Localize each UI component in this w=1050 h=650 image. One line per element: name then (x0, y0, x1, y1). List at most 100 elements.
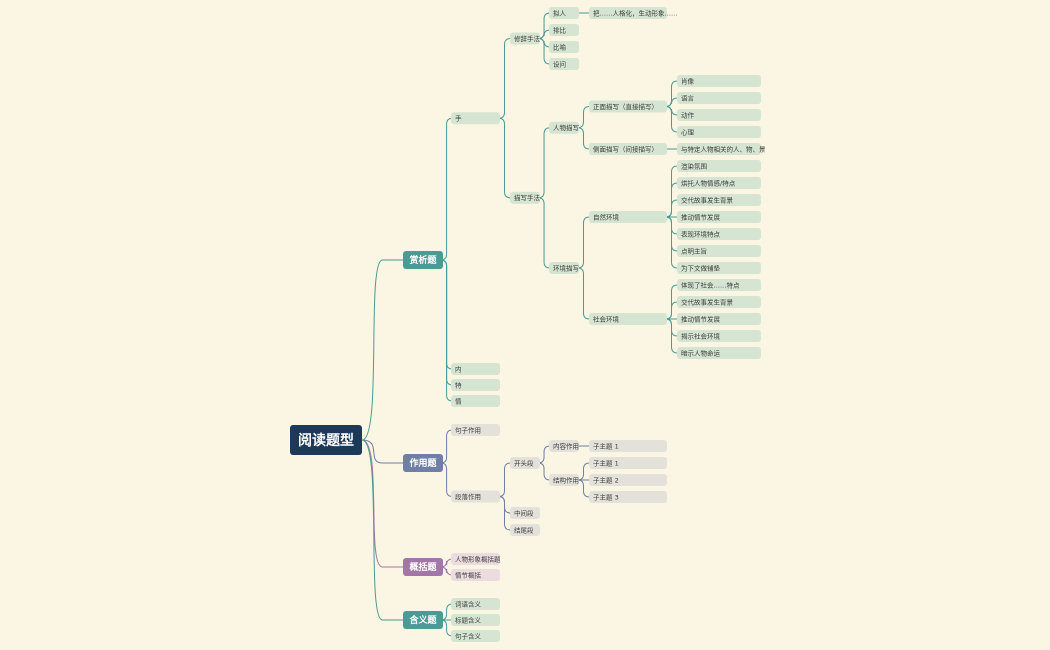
topic-node[interactable]: 肖像 (677, 75, 761, 87)
topic-node[interactable]: 心理 (677, 126, 761, 138)
topic-label: 开头段 (514, 458, 534, 467)
topic-node[interactable]: 拟人 (549, 7, 579, 19)
topic-node[interactable]: 子主题 3 (589, 491, 667, 503)
branch-line-main (361, 439, 403, 568)
topic-box (589, 491, 667, 503)
topic-node[interactable]: 为下文做铺垫 (677, 262, 761, 274)
topic-label: 体现了社会……特点 (681, 280, 740, 289)
topic-node[interactable]: 手 (451, 112, 500, 125)
topic-box (677, 313, 761, 325)
topic-label: 肖像 (681, 76, 695, 85)
topic-node[interactable]: 语言 (677, 92, 761, 104)
topic-box (589, 100, 667, 113)
topic-node[interactable]: 排比 (549, 24, 579, 36)
topic-box (549, 121, 579, 134)
topic-node[interactable]: 自然环境 (589, 211, 667, 223)
main-topic-meaning[interactable]: 含义题 (403, 611, 443, 629)
topic-node[interactable]: 情节概括 (451, 569, 500, 581)
topic-label: 排比 (553, 25, 567, 34)
topic-node[interactable]: 比喻 (549, 41, 579, 53)
topic-node[interactable]: 句子作用 (451, 424, 500, 436)
topic-node[interactable]: 渲染氛围 (677, 160, 761, 172)
topic-box (677, 330, 761, 342)
topic-node[interactable]: 交代故事发生背景 (677, 194, 761, 206)
topic-label: 交代故事发生背景 (681, 195, 734, 204)
topic-label: 修辞手法 (514, 34, 541, 43)
topic-box (589, 457, 667, 469)
topic-box (451, 569, 500, 581)
topic-node[interactable]: 子主题 2 (589, 474, 667, 486)
branch-line (577, 106, 590, 129)
topic-node[interactable]: 情 (451, 395, 500, 407)
topic-node[interactable]: 结构作用 (549, 474, 579, 486)
topic-node[interactable]: 揭示社会环境 (677, 330, 761, 342)
topic-node[interactable]: 烘托人物情感/特点 (677, 177, 761, 189)
topic-node[interactable]: 环境描写 (549, 262, 579, 274)
topic-node[interactable]: 推动情节发展 (677, 211, 761, 223)
topic-node[interactable]: 子主题 1 (589, 457, 667, 469)
branch-line (440, 566, 453, 576)
topic-label: 渲染氛围 (681, 161, 707, 170)
topic-box (403, 611, 443, 629)
topic-label: 标题含义 (455, 615, 482, 624)
topic-label: 交代故事发生背景 (681, 297, 734, 306)
topic-node[interactable]: 体现了社会……特点 (677, 279, 761, 291)
topic-node[interactable]: 标题含义 (451, 614, 500, 626)
topic-node[interactable]: 设问 (549, 58, 579, 70)
topic-node[interactable]: 动作 (677, 109, 761, 121)
topic-node[interactable]: 正面描写（直接描写） (589, 100, 667, 113)
topic-node[interactable]: 表现环境特点 (677, 228, 761, 240)
branch-line-main (361, 439, 403, 464)
branch-line (498, 462, 511, 497)
branch-line (440, 462, 453, 497)
topic-node[interactable]: 内 (451, 363, 500, 375)
topic-node[interactable]: 人物描写 (549, 121, 579, 134)
topic-node[interactable]: 内容作用 (549, 440, 579, 452)
topic-node[interactable]: 交代故事发生背景 (677, 296, 761, 308)
topic-label: 心理 (681, 128, 695, 136)
topic-box (510, 524, 540, 536)
topic-label: 内 (455, 364, 462, 373)
topic-node[interactable]: 词语含义 (451, 598, 500, 610)
topic-node[interactable]: 人物形象概括题 (451, 553, 501, 565)
topic-box (510, 507, 540, 519)
topic-node[interactable]: 暗示人物命运 (677, 347, 761, 359)
topic-node[interactable]: 特 (451, 379, 500, 391)
topic-label: 点明主旨 (681, 246, 707, 255)
branch-line (665, 318, 678, 354)
topic-box (677, 347, 761, 359)
topic-node[interactable]: 推动情节发展 (677, 313, 761, 325)
topic-node[interactable]: 与特定人物相关的人、物、景 (677, 143, 766, 155)
topic-label: 特 (455, 380, 462, 389)
topic-box (677, 143, 761, 155)
topic-node[interactable]: 社会环境 (589, 313, 667, 325)
topic-box (451, 363, 500, 375)
topic-node[interactable]: 修辞手法 (510, 32, 541, 45)
topic-box (589, 313, 667, 325)
topic-node[interactable]: 中间段 (510, 507, 540, 519)
topic-node[interactable]: 句子含义 (451, 630, 500, 642)
topic-box (403, 558, 443, 576)
main-topic-function[interactable]: 作用题 (403, 454, 443, 472)
branch-line (498, 117, 511, 199)
topic-box (677, 126, 761, 138)
topic-node[interactable]: 开头段 (510, 457, 540, 469)
topic-label: 中间段 (514, 508, 534, 517)
topic-box (549, 474, 579, 486)
topic-box (677, 279, 761, 291)
topic-node[interactable]: 描写手法 (510, 191, 541, 204)
topic-node[interactable]: 点明主旨 (677, 245, 761, 257)
topic-box (677, 228, 761, 240)
topic-node[interactable]: 子主题 1 (589, 440, 667, 452)
topic-label: 为下文做铺垫 (681, 263, 721, 272)
branch-line-main (361, 259, 403, 441)
topic-label: 语言 (681, 93, 695, 102)
main-topic-summary[interactable]: 概括题 (403, 558, 443, 576)
topic-node[interactable]: 侧面描写（间接描写） (589, 143, 667, 155)
topic-node[interactable]: 段落作用 (451, 490, 500, 503)
topic-node[interactable]: 结尾段 (510, 524, 540, 536)
root-topic[interactable]: 阅读题型 (290, 425, 362, 455)
topic-node[interactable]: 把……人格化，生动形象…… (589, 7, 678, 19)
main-topic-appreciate[interactable]: 赏析题 (403, 251, 443, 269)
